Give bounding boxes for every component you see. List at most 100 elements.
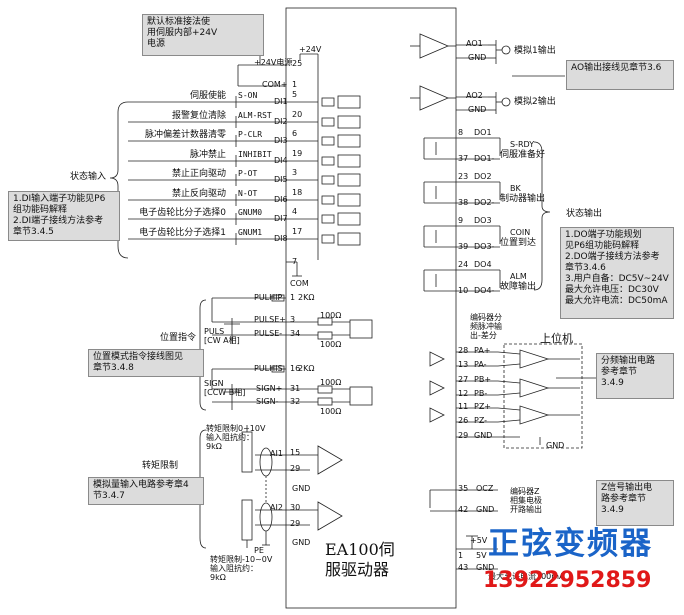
pin-gnd-a-label: GND (468, 53, 487, 62)
do-pin-pos: 9 (458, 216, 464, 225)
pin-gnd-enc-label: GND (474, 431, 493, 440)
di-signal: P-CLR (238, 130, 263, 139)
do-function: 伺服准备好 (500, 150, 546, 160)
di-resistor (321, 234, 335, 244)
resistor-100-1: 100Ω (320, 311, 342, 320)
pin-ao2-label: AO2 (466, 91, 483, 100)
di-pin: 6 (292, 129, 298, 138)
di-function: 脉冲偏差计数器清零 (144, 130, 226, 140)
do-function: 故障输出 (500, 282, 537, 292)
pin-pa-plus-label: PA+ (474, 346, 491, 355)
pin-pa-minus-num: 13 (458, 360, 469, 369)
pin-pb-minus-num: 12 (458, 389, 469, 398)
di-function: 伺服使能 (189, 91, 226, 101)
do-label-neg: DO2- (474, 198, 495, 207)
di-signal: GNUM0 (238, 208, 263, 217)
watermark-brand: 正弦变频器 (488, 526, 653, 562)
label-torque-bottom: 转矩限制-10~0V 输入阻抗约： 9kΩ (210, 555, 273, 582)
label-ao2-out: 模拟2输出 (514, 97, 556, 107)
pin-sign-plus-num: 31 (290, 384, 301, 393)
resistor-100-3: 100Ω (320, 378, 342, 387)
pin-gnd-5v-label: GND (476, 563, 495, 572)
pin-pa-minus-label: PA- (474, 360, 487, 369)
label-status-output: 状态输出 (566, 209, 603, 219)
pin-sign-minus-label: SIGN- (256, 397, 279, 406)
di-terminal: DI2 (274, 117, 288, 126)
do-pin-pos: 23 (458, 172, 469, 181)
note-z-output: Z信号输出电 路参考章节 3.4.9 (596, 480, 674, 526)
pin-pz-plus-label: PZ+ (474, 402, 492, 411)
label-torque-top: 转矩限制0~10V 输入阻抗约： 9kΩ (206, 424, 266, 451)
do-label-neg: DO3- (474, 242, 495, 251)
do-pin-pos: 24 (458, 260, 469, 269)
di-optocoupler (337, 173, 361, 187)
pin-1: 1 (292, 80, 298, 89)
di-optocoupler (337, 193, 361, 207)
pin-gnd-z-label: GND (476, 505, 495, 514)
label-ai2: AI2 (270, 503, 283, 512)
label-plus24v-top: +24V (299, 45, 322, 54)
di-pin: 20 (292, 110, 303, 119)
do-code: COIN (510, 228, 531, 237)
di-terminal: DI7 (274, 214, 288, 223)
pin-gnd-5v-num: 43 (458, 563, 469, 572)
note-ao-output: AO输出接线见章节3.6 (566, 60, 674, 90)
label-puls-cw: PULS [CW A相] (204, 327, 240, 345)
note-default-wiring: 默认标准接法使 用伺服内部+24V 电源 (142, 14, 264, 56)
pin-pz-minus-num: 26 (458, 416, 469, 425)
label-gnd-ai2: GND (292, 538, 311, 547)
pin-gnd2-num: 29 (290, 519, 301, 528)
di-signal: GNUM1 (238, 228, 263, 237)
pin-pa-plus-num: 28 (458, 346, 469, 355)
di-resistor (321, 156, 335, 166)
device-name: EA100伺 服驱动器 (325, 540, 395, 579)
pin-ai2-num: 30 (290, 503, 301, 512)
di-optocoupler (337, 232, 361, 246)
label-encoder-div: 编码器分 频脉冲输 出-差分 (470, 313, 502, 340)
pin-pz-minus-label: PZ- (474, 416, 488, 425)
di-resistor (321, 117, 335, 127)
resistor-100-2: 100Ω (320, 340, 342, 349)
pin-5v-label: 5V (476, 551, 487, 560)
di-resistor (321, 175, 335, 185)
di-function: 禁止正向驱动 (171, 169, 226, 179)
label-host: 上位机 (540, 332, 573, 345)
note-di-input: 1.DI输入端子功能见P6 组功能码解释 2.DI端子接线方法参考 章节3.4.… (8, 191, 120, 241)
di-terminal: DI4 (274, 156, 288, 165)
resistor-2k-1: 2KΩ (298, 293, 315, 302)
label-ai1: AI1 (270, 449, 283, 458)
label-gnd-ai1: GND (292, 484, 311, 493)
pin-pulse-plus-label: PULSE+ (254, 315, 286, 324)
resistor-2k-2: 2KΩ (298, 364, 315, 373)
pin-pulse-minus-num: 34 (290, 329, 301, 338)
di-pin: 4 (292, 207, 298, 216)
do-label-pos: DO4 (474, 260, 492, 269)
di-pin: 17 (292, 227, 303, 236)
pin-5v-num: 1 (458, 551, 464, 560)
label-gnd-host: GND (546, 441, 565, 450)
di-resistor (321, 214, 335, 224)
di-optocoupler (337, 212, 361, 226)
pin-pulhis-num: 16 (290, 364, 301, 373)
di-terminal: DI6 (274, 195, 288, 204)
pin-pulhis-label: PULHIS (254, 364, 283, 373)
pin-pb-minus-label: PB- (474, 389, 488, 398)
do-pin-neg: 39 (458, 242, 469, 251)
di-optocoupler (337, 115, 361, 129)
di-signal: ALM-RST (238, 111, 272, 120)
pin-ocz-num: 35 (458, 484, 469, 493)
do-code: BK (510, 184, 521, 193)
di-signal: N-OT (238, 189, 258, 198)
di-terminal: DI8 (274, 234, 288, 243)
pin-pb-plus-num: 27 (458, 375, 469, 384)
di-signal: S-ON (238, 91, 258, 100)
note-position-cmd: 位置模式指令接线图见 章节3.4.8 (88, 349, 204, 377)
pin-gnd-z-num: 42 (458, 505, 469, 514)
do-function: 制动器输出 (500, 194, 546, 204)
pin-pulse-plus-num: 3 (290, 315, 296, 324)
label-plus5v: +5V (470, 536, 488, 545)
di-function: 电子齿轮比分子选择1 (139, 228, 226, 238)
pin-25: 25 (292, 59, 303, 68)
